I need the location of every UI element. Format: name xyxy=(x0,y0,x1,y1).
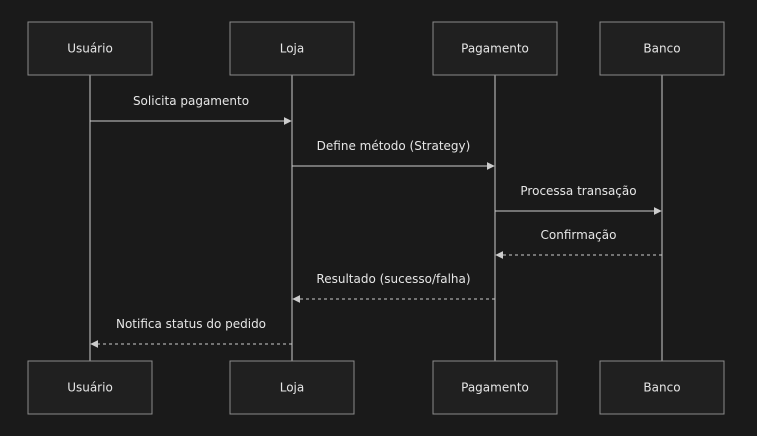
participant-box xyxy=(599,360,725,415)
participant-box xyxy=(229,360,355,415)
participant-label: Pagamento xyxy=(461,42,529,56)
participant-usuario-top: Usuário xyxy=(27,21,153,76)
participant-box xyxy=(27,21,153,76)
participant-loja-top: Loja xyxy=(229,21,355,76)
participant-pagamento-bottom: Pagamento xyxy=(432,360,558,415)
participant-loja-bottom: Loja xyxy=(229,360,355,415)
participant-pagamento-top: Pagamento xyxy=(432,21,558,76)
message-label: Define método (Strategy) xyxy=(317,139,471,153)
message-label: Notifica status do pedido xyxy=(116,317,266,331)
participant-box xyxy=(599,21,725,76)
message-5: Resultado (sucesso/falha) xyxy=(292,272,495,303)
message-3: Processa transação xyxy=(495,184,662,215)
participant-box xyxy=(229,21,355,76)
message-4: Confirmação xyxy=(495,228,662,259)
participant-label: Usuário xyxy=(67,381,113,395)
message-1: Solicita pagamento xyxy=(90,94,292,125)
message-label: Confirmação xyxy=(541,228,617,242)
participant-label: Banco xyxy=(643,381,680,395)
message-6: Notifica status do pedido xyxy=(90,317,292,348)
participant-box xyxy=(432,360,558,415)
participant-box xyxy=(27,360,153,415)
message-label: Solicita pagamento xyxy=(133,94,249,108)
message-label: Resultado (sucesso/falha) xyxy=(316,272,470,286)
participant-banco-bottom: Banco xyxy=(599,360,725,415)
message-2: Define método (Strategy) xyxy=(292,139,495,170)
participant-banco-top: Banco xyxy=(599,21,725,76)
participant-label: Banco xyxy=(643,42,680,56)
message-label: Processa transação xyxy=(520,184,636,198)
participant-box xyxy=(432,21,558,76)
participant-label: Pagamento xyxy=(461,381,529,395)
participant-label: Usuário xyxy=(67,42,113,56)
participant-label: Loja xyxy=(280,381,305,395)
participant-usuario-bottom: Usuário xyxy=(27,360,153,415)
participant-label: Loja xyxy=(280,42,305,56)
